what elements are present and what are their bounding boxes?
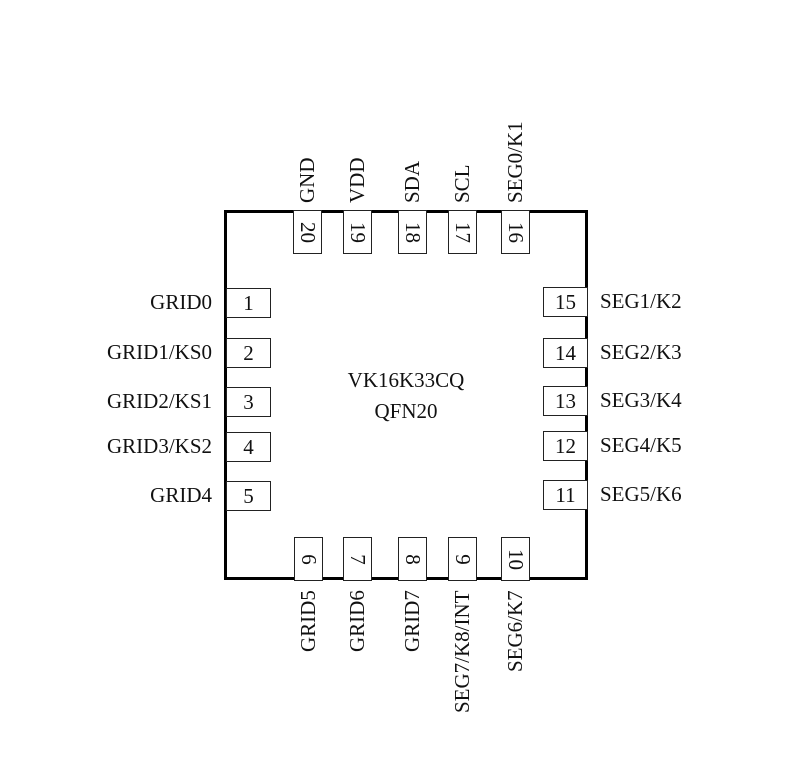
pin-pad-8: 8 <box>398 537 427 581</box>
pin-pad-17: 17 <box>448 210 477 254</box>
pin-label-4: GRID3/KS2 <box>106 434 212 458</box>
pin-label-11: SEG5/K6 <box>600 482 682 506</box>
pin-number-9: 9 <box>451 553 475 565</box>
pin-label-2: GRID1/KS0 <box>106 340 212 364</box>
pin-number-8: 8 <box>401 553 425 565</box>
pin-label-17: SCL <box>450 164 474 203</box>
pin-label-6: GRID5 <box>296 590 320 652</box>
pin-pad-4: 4 <box>226 432 271 462</box>
package-type-label: QFN20 <box>374 399 438 423</box>
pin-label-13: SEG3/K4 <box>600 388 682 412</box>
pin-label-5: GRID4 <box>150 483 212 507</box>
pin-pad-16: 16 <box>501 210 530 254</box>
pin-pad-3: 3 <box>226 387 271 417</box>
pin-label-16: SEG0/K1 <box>503 121 527 203</box>
pin-number-20: 20 <box>296 221 320 243</box>
pin-label-18: SDA <box>400 160 424 203</box>
pin-number-19: 19 <box>346 221 370 243</box>
pin-pad-19: 19 <box>343 210 372 254</box>
pin-number-10: 10 <box>504 548 528 570</box>
pin-pad-1: 1 <box>226 288 271 318</box>
part-number-label: VK16K33CQ <box>347 368 465 392</box>
pin-pad-15: 15 <box>543 287 588 317</box>
pin-label-20: GND <box>295 157 319 204</box>
pin-pad-9: 9 <box>448 537 477 581</box>
pin-label-10: SEG6/K7 <box>503 590 527 672</box>
pin-label-19: VDD <box>345 157 369 204</box>
pin-pad-2: 2 <box>226 338 271 368</box>
pin-pad-10: 10 <box>501 537 530 581</box>
pin-pad-5: 5 <box>226 481 271 511</box>
pin-number-17: 17 <box>451 221 475 243</box>
pin-label-3: GRID2/KS1 <box>106 389 212 413</box>
pin-pad-11: 11 <box>543 480 588 510</box>
ic-package-outline: VK16K33CQ QFN20 <box>224 210 588 580</box>
pin-number-6: 6 <box>297 553 321 565</box>
pin-pad-6: 6 <box>294 537 323 581</box>
pin-pad-13: 13 <box>543 386 588 416</box>
pin-pad-20: 20 <box>293 210 322 254</box>
pin-number-16: 16 <box>504 221 528 243</box>
pin-pad-18: 18 <box>398 210 427 254</box>
pin-label-15: SEG1/K2 <box>600 289 682 313</box>
pin-label-8: GRID7 <box>400 590 424 652</box>
pin-pad-12: 12 <box>543 431 588 461</box>
pin-label-9: SEG7/K8/INT <box>450 590 474 714</box>
pin-label-12: SEG4/K5 <box>600 433 682 457</box>
pin-label-7: GRID6 <box>345 590 369 652</box>
pin-pad-7: 7 <box>343 537 372 581</box>
pin-number-18: 18 <box>401 221 425 243</box>
pin-label-1: GRID0 <box>150 290 212 314</box>
pin-label-14: SEG2/K3 <box>600 340 682 364</box>
pin-number-7: 7 <box>346 553 370 565</box>
pin-pad-14: 14 <box>543 338 588 368</box>
